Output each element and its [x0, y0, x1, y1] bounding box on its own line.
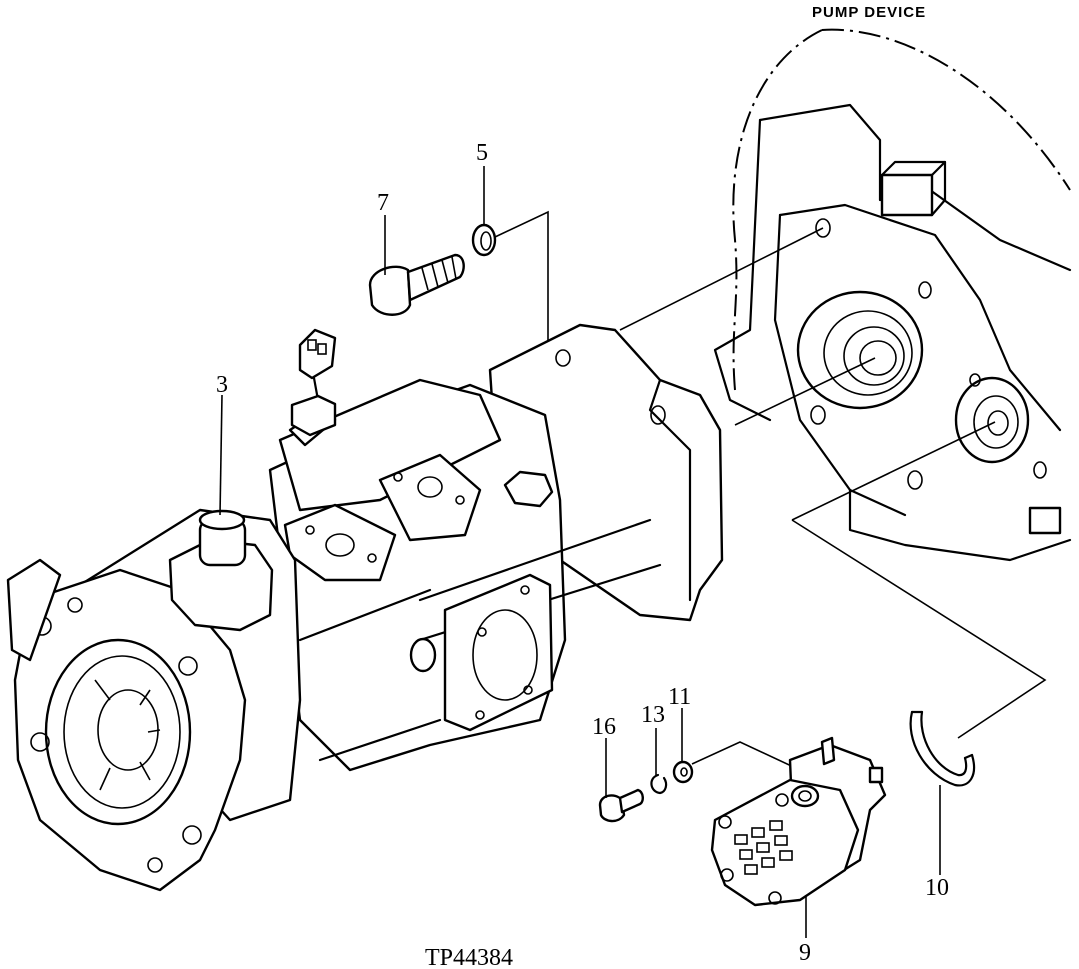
callout-3: 3	[216, 372, 228, 398]
figure-reference: TP44384	[425, 945, 513, 969]
part-13-ring	[650, 773, 668, 795]
part-5-o-ring	[471, 223, 497, 257]
callout-leaders	[219, 166, 941, 938]
callout-16: 16	[592, 714, 616, 740]
part-10-snap-ring	[909, 710, 976, 787]
diagram-title: PUMP DEVICE	[812, 4, 926, 21]
alignment-lines	[494, 210, 1047, 771]
callout-10: 10	[925, 875, 949, 901]
pump-device-housing	[713, 28, 1072, 562]
callout-13: 13	[641, 702, 665, 728]
callout-5: 5	[476, 140, 488, 166]
main-hydraulic-pump	[6, 323, 724, 892]
part-16-bolt	[598, 788, 644, 823]
gear-pump-bolt-grid	[734, 820, 793, 875]
part-7-bolt	[368, 253, 465, 316]
part-11-washer	[672, 760, 694, 784]
pressure-sensor-connector	[290, 328, 337, 437]
callout-9: 9	[799, 940, 811, 966]
callout-11: 11	[668, 684, 691, 710]
part-9-gear-pump	[710, 736, 887, 907]
callout-7: 7	[377, 190, 389, 216]
